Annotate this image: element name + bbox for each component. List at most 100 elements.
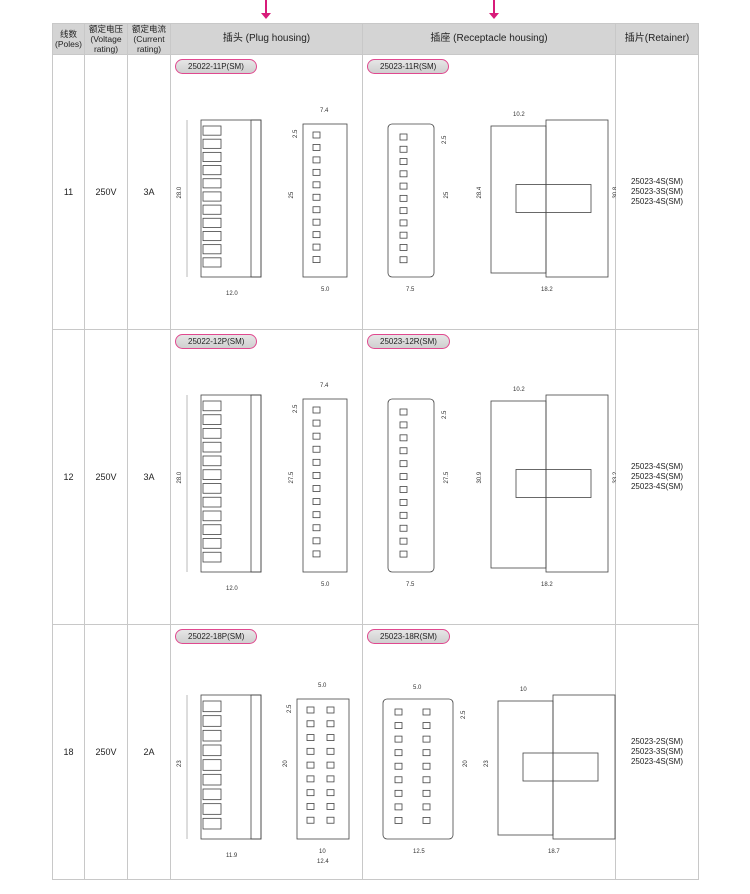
- plug-front-cavity: [306, 789, 315, 797]
- receptacle-cavity: [422, 762, 431, 770]
- header-text: rating): [136, 44, 162, 54]
- plug-terminal-slot: [202, 817, 222, 830]
- receptacle-cavity: [399, 524, 408, 532]
- plug-front-cavity: [306, 720, 315, 728]
- receptacle-cavity: [422, 817, 431, 824]
- plug-terminal-slot: [202, 455, 222, 467]
- dimension-label: 10: [319, 849, 326, 855]
- receptacle-side-body: [490, 400, 547, 569]
- plug-front-cavity: [312, 131, 321, 139]
- voltage-cell: 250V: [84, 54, 128, 330]
- receptacle-side-latch: [515, 469, 592, 498]
- plug-side-latch: [250, 394, 262, 573]
- receptacle-cavity: [422, 735, 431, 743]
- poles-cell: 18: [52, 624, 85, 880]
- dimension-label: 18.7: [548, 849, 560, 855]
- plug-front-cavity: [326, 734, 335, 741]
- header-text: (Current: [133, 34, 165, 44]
- dimension-label: 28.4: [477, 186, 483, 198]
- receptacle-side-body: [490, 125, 547, 274]
- current-cell: 2A: [127, 624, 171, 880]
- retainer-cell: 25023-2S(SM)25023-3S(SM)25023-4S(SM): [615, 624, 699, 880]
- dimension-label: 7.4: [320, 108, 329, 114]
- plug-terminal-slot: [202, 191, 222, 202]
- plug-front-cavity: [312, 144, 321, 151]
- dimension-label: 27.5: [444, 471, 450, 483]
- plug-terminal-slot: [202, 759, 222, 771]
- plug-terminal-slot: [202, 524, 222, 535]
- receptacle-cavity: [399, 434, 408, 442]
- plug-front-cavity: [312, 243, 321, 251]
- dimension-label: 33.2: [613, 471, 616, 483]
- plug-front-cavity: [326, 803, 335, 810]
- plug-terminal-slot: [202, 469, 222, 480]
- dimension-label: 20: [463, 760, 469, 767]
- retainer-part-number: 25023-4S(SM): [630, 757, 684, 766]
- plug-front-cavity: [312, 498, 321, 505]
- dimension-label: 10.2: [513, 387, 525, 393]
- dimension-label: 2.5: [442, 410, 448, 419]
- dimension-label: 2.5: [442, 135, 448, 144]
- dimension-label: 23: [484, 760, 490, 767]
- dimension-label: 12.5: [413, 849, 425, 855]
- dimension-label: 30.8: [613, 186, 616, 198]
- receptacle-part-number: 25023-12R(SM): [367, 334, 450, 349]
- retainer-part-number: 25023-4S(SM): [630, 472, 684, 481]
- dimension-label: 5.0: [413, 685, 422, 691]
- plug-part-number: 25022-18P(SM): [175, 629, 258, 644]
- dimension-label: 27.5: [289, 471, 295, 483]
- retainer-part-number: 25023-4S(SM): [630, 482, 684, 491]
- dimension-label: 2.5: [461, 710, 467, 719]
- receptacle-cavity: [394, 708, 403, 716]
- dimension-label: 10: [520, 687, 527, 693]
- receptacle-part-number: 25023-11R(SM): [367, 59, 450, 74]
- plug-side-latch: [250, 119, 262, 278]
- retainer-part-number: 25023-4S(SM): [630, 197, 684, 206]
- dimension-label: 12.0: [226, 586, 238, 592]
- receptacle-cavity: [399, 473, 408, 480]
- plug-front-cavity: [312, 218, 321, 226]
- plug-front-body: [296, 698, 350, 840]
- retainer-part-number: 25023-4S(SM): [630, 177, 684, 186]
- receptacle-cavity: [399, 182, 408, 190]
- plug-front-cavity: [312, 206, 321, 214]
- plug-terminal-slot: [202, 244, 222, 255]
- plug-front-body: [302, 123, 348, 278]
- receptacle-cavity: [422, 789, 431, 797]
- receptacle-cavity: [399, 550, 408, 558]
- receptacle-cavity: [399, 447, 408, 455]
- plug-front-cavity: [312, 445, 321, 453]
- plug-terminal-slot: [202, 257, 222, 268]
- plug-front-cavity: [312, 485, 321, 492]
- receptacle-side-shroud: [545, 119, 609, 278]
- plug-front-cavity: [312, 472, 321, 479]
- receptacle-front-body: [387, 123, 435, 278]
- plug-terminal-slot: [202, 773, 222, 786]
- receptacle-cavity: [399, 194, 408, 202]
- receptacle-cavity: [394, 803, 403, 811]
- header-text: (Voltage: [90, 34, 122, 44]
- dimension-label: 7.5: [406, 287, 415, 293]
- receptacle-cavity: [399, 408, 408, 416]
- dimension-label: 12.4: [317, 859, 329, 865]
- plug-front-cavity: [306, 816, 315, 824]
- dimension-label: 7.5: [406, 582, 415, 588]
- plug-front-cavity: [312, 406, 321, 414]
- receptacle-cavity: [399, 133, 408, 141]
- retainer-part-number: 25023-2S(SM): [630, 737, 684, 746]
- receptacle-cavity: [422, 722, 431, 729]
- dimension-label: 25: [289, 191, 295, 198]
- plug-front-cavity: [312, 524, 321, 532]
- receptacle-side-body: [497, 700, 554, 836]
- receptacle-cavity: [399, 231, 408, 239]
